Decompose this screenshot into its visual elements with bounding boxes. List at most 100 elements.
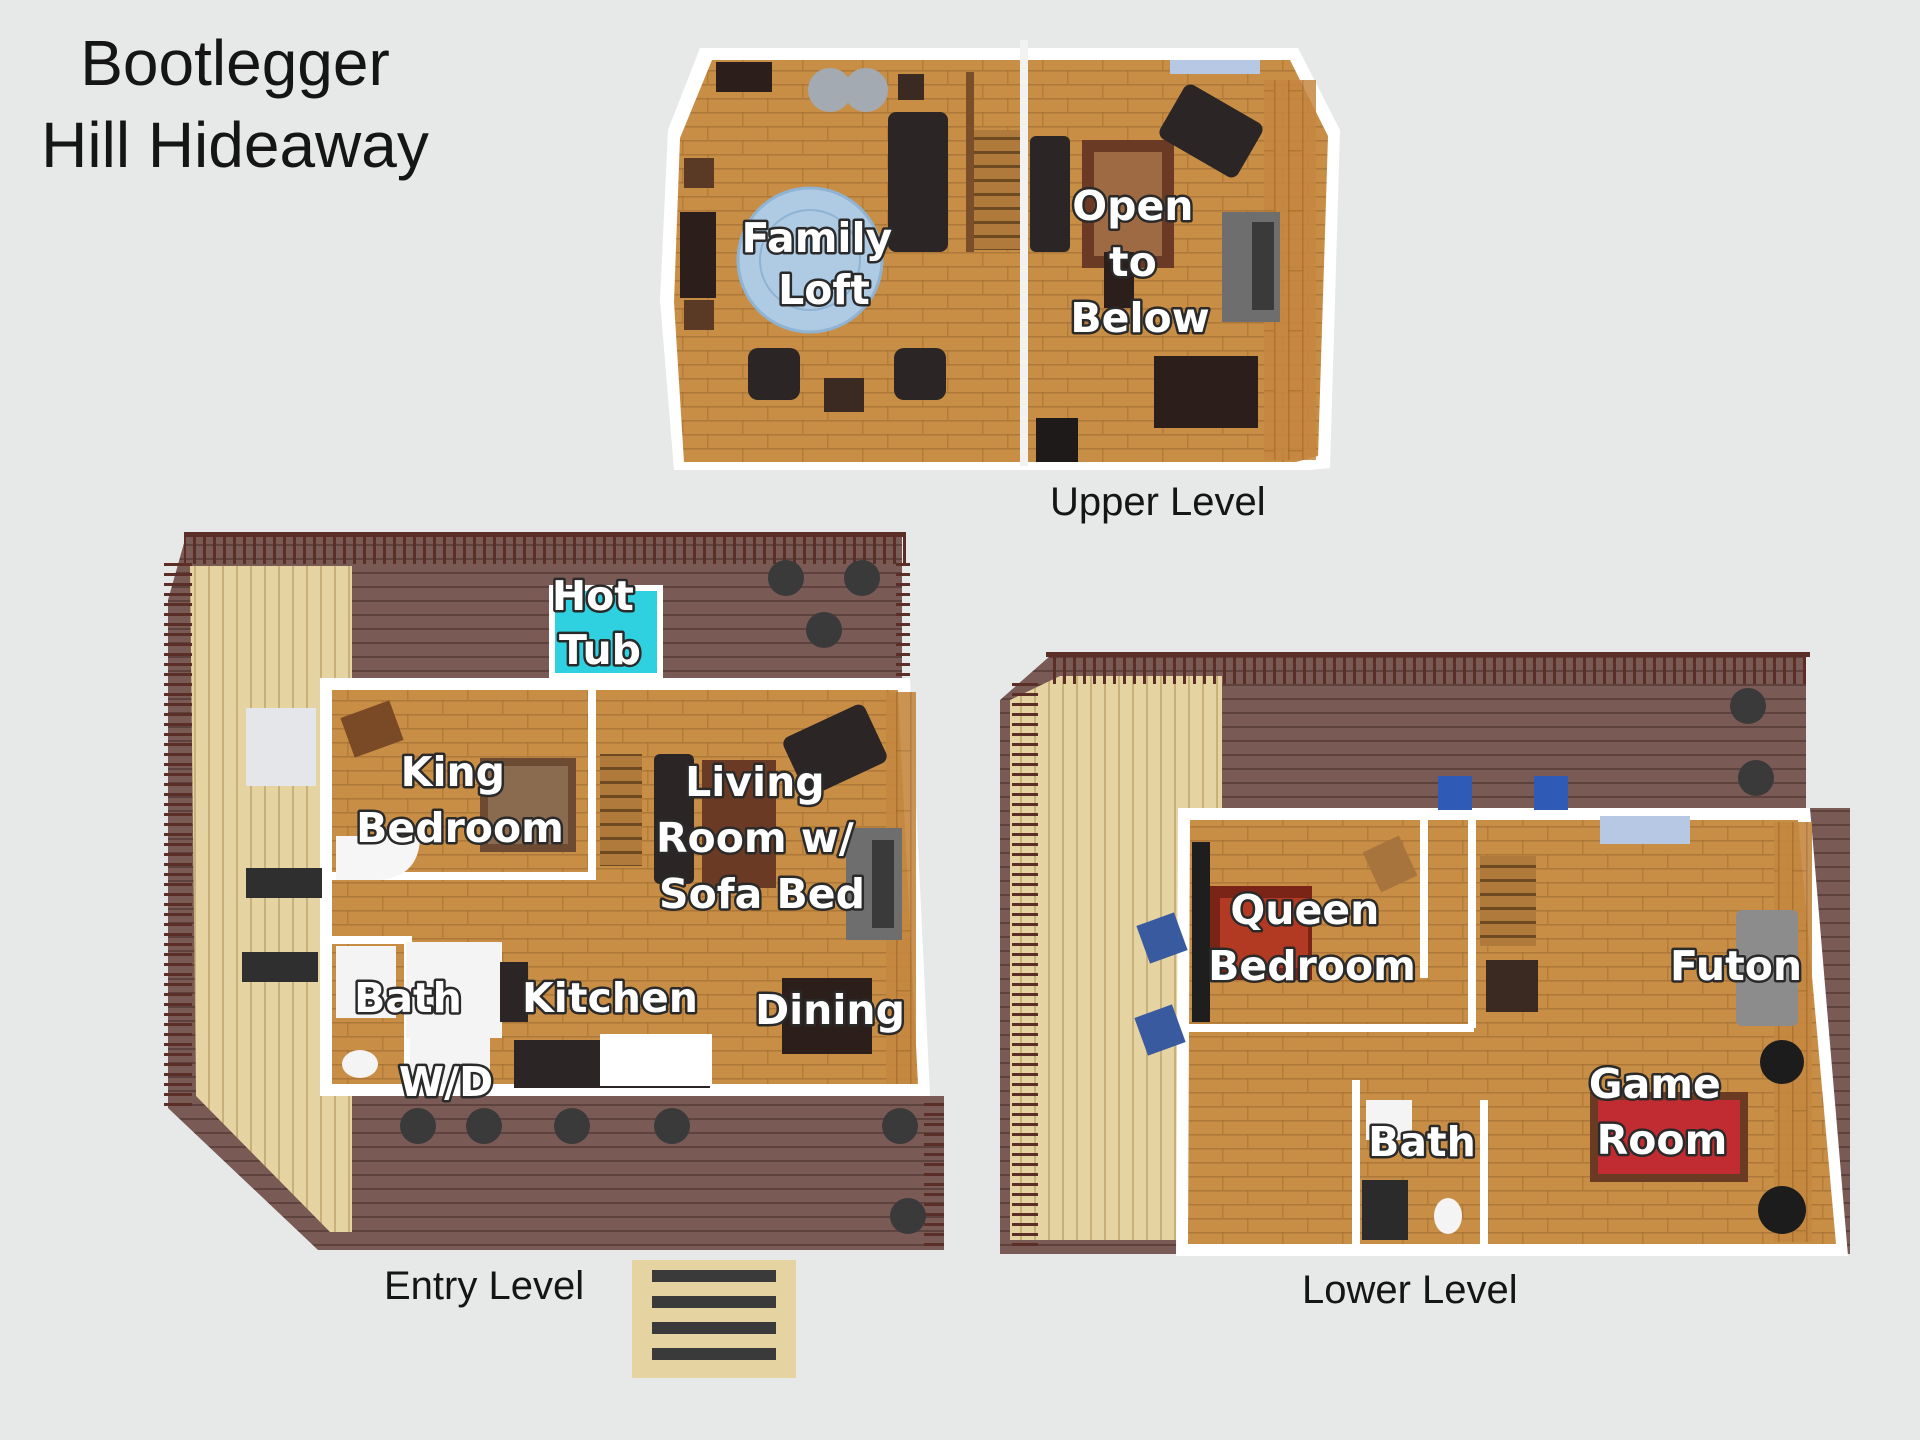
label-queen-bedroom: Queen Bedroom <box>1208 886 1416 990</box>
beanbag-1 <box>1760 1040 1804 1084</box>
wd-closet <box>410 1038 490 1084</box>
label-open-to-below: Open to Below <box>1070 182 1209 342</box>
entry-step-mat-1 <box>652 1270 776 1282</box>
lower-window-strip <box>1600 816 1690 844</box>
deck-lounger-2 <box>242 952 318 982</box>
below-fireplace-front <box>1252 222 1274 310</box>
entry-level-caption: Entry Level <box>384 1264 585 1308</box>
king-bedroom-right-wall <box>588 678 596 876</box>
deck-chair-7 <box>768 560 804 596</box>
plan-title-line-2: Hill Hideaway <box>41 109 429 181</box>
below-loveseat <box>1159 84 1263 178</box>
deck-chair-1 <box>400 1108 436 1144</box>
lower-bath-left-wall <box>1352 1080 1360 1244</box>
living-fireplace-front <box>872 840 894 928</box>
deck-picnic-table <box>246 708 316 786</box>
label-kitchen: Kitchen <box>522 974 698 1022</box>
deck-chair-9 <box>806 612 842 648</box>
below-window-strip <box>1170 60 1260 74</box>
lower-deck-chair-2 <box>1134 1004 1186 1056</box>
label-family-loft: Family Loft <box>741 214 906 314</box>
below-piano <box>1036 418 1078 462</box>
entry-level-plan <box>164 532 944 1378</box>
deck-chair-6 <box>890 1198 926 1234</box>
lower-deck-chair-6 <box>1738 760 1774 796</box>
lower-deck-chair-3 <box>1438 776 1472 810</box>
upper-level-plan <box>660 40 1340 470</box>
deck-chair-3 <box>554 1108 590 1144</box>
kitchen-stove <box>500 962 528 1022</box>
lower-level-side-deck <box>1010 676 1222 1240</box>
lower-bath-vanity <box>1366 1100 1412 1140</box>
dining-table <box>782 978 872 1054</box>
queen-bedroom-right-wall <box>1420 818 1428 978</box>
plan-title: Bootlegger Hill Hideaway <box>0 22 470 186</box>
bath-vanity <box>336 946 396 1018</box>
entry-hot-tub <box>549 585 663 679</box>
bath-toilet <box>342 1050 378 1078</box>
pool-table <box>1590 1092 1748 1182</box>
loft-armchair-left <box>748 348 800 400</box>
lower-bath-right-wall <box>1480 1100 1488 1244</box>
lower-level-caption: Lower Level <box>1302 1268 1518 1312</box>
loft-bookshelf <box>716 62 772 92</box>
deck-chair-5 <box>882 1108 918 1144</box>
deck-chair-4 <box>654 1108 690 1144</box>
loft-side-table-left-bottom <box>684 300 714 330</box>
loft-divider-wall <box>1020 40 1028 466</box>
loft-round-rug-inner <box>759 209 861 311</box>
queen-dresser <box>1362 835 1418 893</box>
lower-deck-chair-5 <box>1730 688 1766 724</box>
lower-bath-toilet <box>1434 1198 1462 1234</box>
deck-lounger-1 <box>246 868 322 898</box>
king-dresser <box>340 700 404 758</box>
king-bed-quilt <box>488 766 568 844</box>
beanbag-2 <box>1758 1186 1806 1234</box>
label-entry-bath: Bath <box>354 974 462 1022</box>
king-bedroom-bottom-wall <box>320 872 596 880</box>
lower-deck-chair-4 <box>1534 776 1568 810</box>
lower-right-wall-panel <box>1774 822 1812 1242</box>
lower-bath-shower <box>1362 1180 1408 1240</box>
below-coffee-table <box>1104 252 1134 308</box>
label-living-room: Living Room w/ Sofa Bed <box>656 758 868 918</box>
entry-level-rail-right <box>896 560 910 690</box>
label-hot-tub: Hot Tub <box>552 572 648 674</box>
loft-coffee-table <box>824 378 864 412</box>
label-wd: W/D <box>399 1058 493 1106</box>
label-king-bedroom: King Bedroom <box>356 748 564 852</box>
living-sofa-bed <box>654 754 694 884</box>
room-labels: Family Loft Open to Below Hot Tub King B… <box>352 180 1805 1169</box>
lower-level-rail-left <box>1012 680 1038 1250</box>
entry-level-rail-left <box>164 560 192 1110</box>
queen-bedroom-dark-wall <box>1192 842 1210 1022</box>
queen-bed-quilt <box>1220 898 1308 968</box>
lower-deck-chair-1 <box>1136 912 1188 964</box>
label-dining: Dining <box>755 986 905 1034</box>
loft-side-table-left-top <box>684 158 714 188</box>
loft-sofa <box>888 112 948 252</box>
below-sofa <box>1030 136 1070 252</box>
kitchen-fridge <box>406 942 502 1038</box>
deck-chair-8 <box>844 560 880 596</box>
entry-level-rail-top <box>184 534 906 564</box>
label-futon: Futon <box>1670 942 1802 990</box>
living-loveseat <box>783 704 887 796</box>
upper-level-caption: Upper Level <box>1050 480 1266 524</box>
king-bath-tub <box>336 836 420 880</box>
loft-side-table-top <box>898 74 924 100</box>
entry-step-mat-3 <box>652 1322 776 1334</box>
lower-level-rail-top <box>1046 654 1810 684</box>
loft-armchair-right <box>894 348 946 400</box>
entry-step-mat-4 <box>652 1348 776 1360</box>
loft-stairs <box>968 130 1020 250</box>
lower-bar-table <box>1486 960 1538 1012</box>
lower-level-rail-top-cap <box>1046 652 1810 657</box>
queen-bedroom-bottom-wall <box>1178 1024 1474 1032</box>
loft-tv-console <box>680 212 716 298</box>
loft-ottoman-right <box>844 68 888 112</box>
label-game-room: Game Room <box>1589 1060 1735 1164</box>
below-area-rug-inner <box>1094 152 1162 256</box>
below-dining-table <box>1154 356 1258 428</box>
